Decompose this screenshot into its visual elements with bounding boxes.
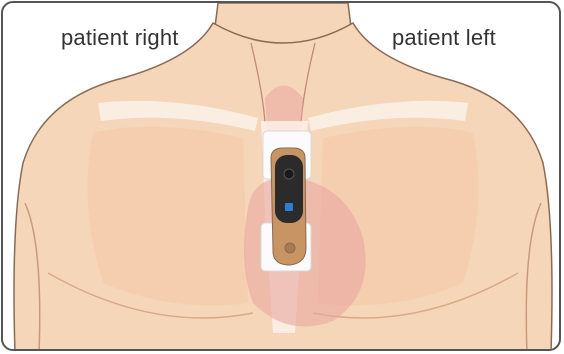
chest-illustration [3,3,561,351]
patient-right-label: patient right [61,25,179,51]
device-body [275,155,303,223]
status-light [285,203,293,211]
right-pectoral [87,127,248,306]
device-connector [285,243,295,253]
patient-left-label: patient left [392,25,496,51]
device-button [284,169,294,179]
